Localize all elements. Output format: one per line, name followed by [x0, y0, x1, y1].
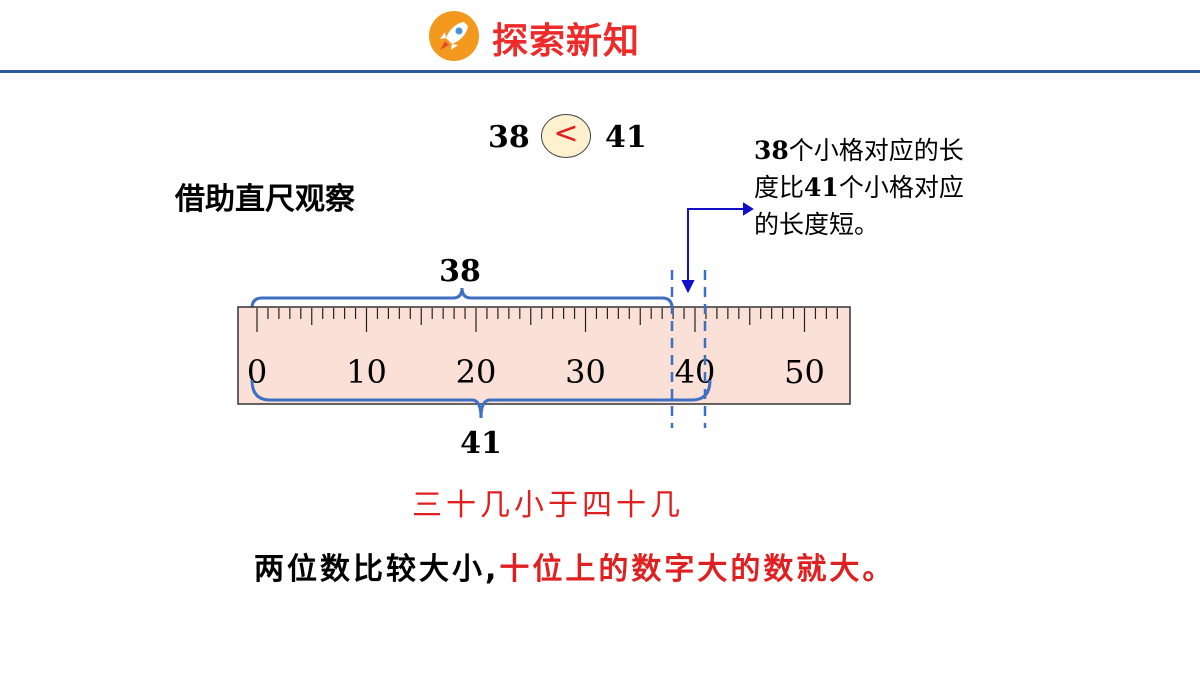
- note-number-b: 41: [804, 173, 839, 202]
- compare-right-number: 41: [605, 120, 647, 155]
- ruler-ticks: [256, 308, 838, 332]
- compare-left-number: 38: [488, 120, 530, 155]
- ruler-label: 30: [565, 353, 606, 391]
- bottom-brace-label: 41: [460, 426, 502, 461]
- explanation-note: 38个小格对应的长度比41个小格对应的长度短。: [754, 132, 969, 243]
- top-brace: [250, 287, 674, 309]
- note-number-a: 38: [754, 136, 789, 165]
- top-brace-label: 38: [439, 254, 481, 289]
- note-text-b: 个小格对应的长度短。: [754, 173, 964, 239]
- ruler-label: 20: [456, 353, 497, 391]
- ruler-body: [237, 306, 851, 405]
- rocket-icon: [429, 11, 479, 61]
- ruler-label: 0: [247, 353, 267, 391]
- ruler-label: 50: [784, 353, 825, 391]
- section-title: 探索新知: [492, 21, 641, 62]
- observe-heading: 借助直尺观察: [175, 182, 355, 217]
- header-divider: [0, 70, 1200, 73]
- ruler-label: 10: [346, 353, 387, 391]
- note-text-a: 个小格对应的长度比: [754, 136, 964, 202]
- compare-symbol: <: [541, 114, 591, 158]
- pointer-arrow: [681, 202, 754, 294]
- rule-highlight: 十位上的数字大的数就大。: [499, 552, 896, 587]
- comparison-rule: 两位数比较大小,十位上的数字大的数就大。: [254, 544, 895, 588]
- rule-prefix: 两位数比较大小,: [254, 552, 500, 587]
- conclusion-text: 三十几小于四十几: [412, 488, 684, 523]
- bottom-brace: [250, 379, 712, 419]
